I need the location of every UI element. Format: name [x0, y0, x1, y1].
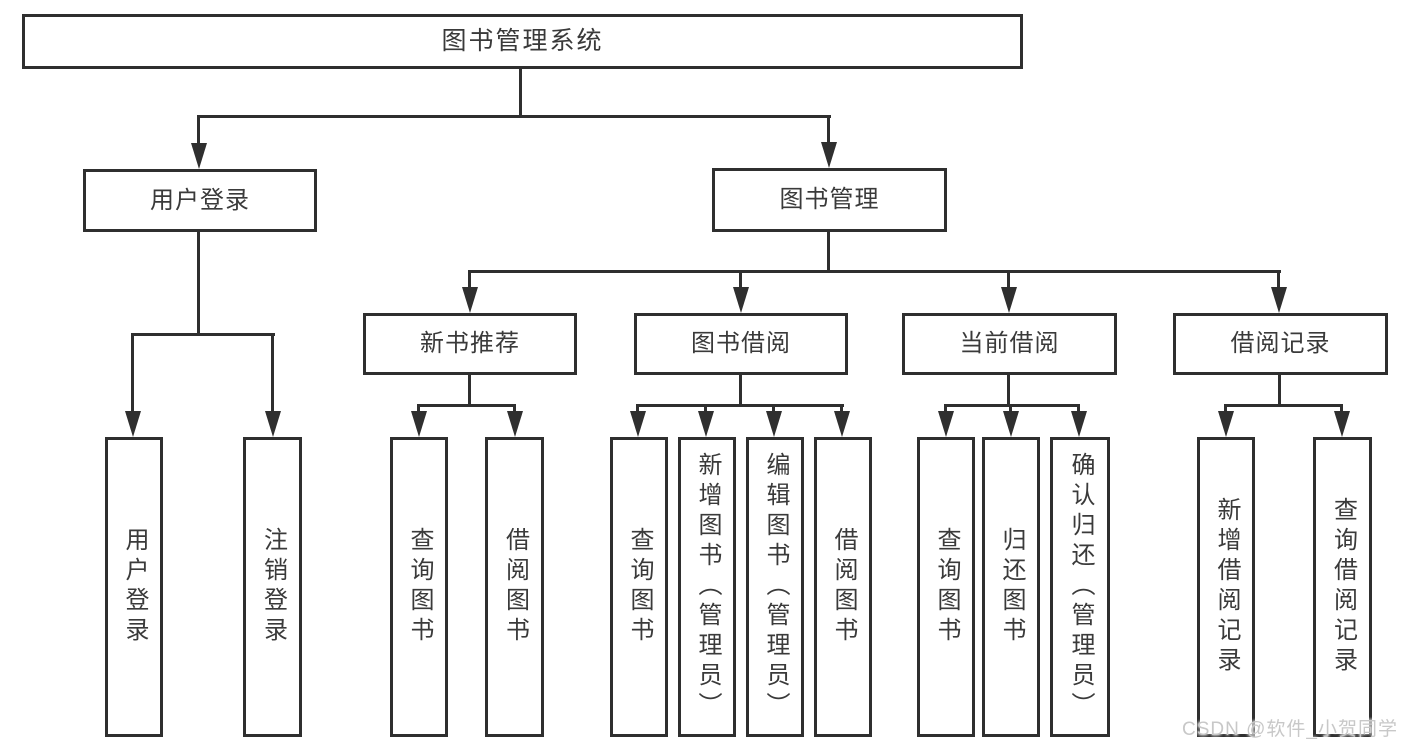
- connector-new-book-rec-drop-1: [417, 405, 420, 413]
- arrowhead-to-query-books-1: [411, 411, 427, 437]
- connector-borrow-records-drop-2: [1340, 405, 1343, 413]
- arrowhead-to-borrow-records: [1271, 287, 1287, 313]
- node-library-system-label: 图书管理系统: [441, 27, 604, 55]
- leaf-query-books-recommend-label: 查询图书: [406, 527, 433, 647]
- connector-book-borrow-drop-2: [704, 405, 707, 413]
- leaf-query-books-borrow-label: 查询图书: [626, 527, 653, 647]
- connector-book-mgmt-stem: [827, 232, 830, 273]
- leaf-query-borrow-record: 查询借阅记录: [1313, 437, 1372, 737]
- leaf-add-books-admin: 新增图书（管理员）: [678, 437, 736, 737]
- connector-new-book-rec-bar: [417, 404, 516, 407]
- leaf-confirm-return-admin: 确认归还（管理员）: [1050, 437, 1110, 737]
- connector-current-borrow-drop-3: [1077, 405, 1080, 413]
- leaf-add-books-admin-label: 新增图书（管理员）: [694, 452, 721, 722]
- leaf-query-borrow-record-label: 查询借阅记录: [1329, 497, 1357, 677]
- node-book-management: 图书管理: [712, 168, 947, 232]
- arrowhead-to-return-books: [1003, 411, 1019, 437]
- node-new-book-recommend-label: 新书推荐: [420, 330, 520, 357]
- connector-new-book-rec-drop-2: [513, 405, 516, 413]
- arrowhead-to-current-borrow: [1001, 287, 1017, 313]
- arrowhead-to-user-login: [191, 143, 207, 169]
- leaf-edit-books-admin: 编辑图书（管理员）: [746, 437, 804, 737]
- arrowhead-to-leaf-logout: [265, 411, 281, 437]
- node-current-borrowing-label: 当前借阅: [959, 330, 1060, 357]
- arrowhead-to-new-book-rec: [462, 287, 478, 313]
- node-book-borrowing: 图书借阅: [634, 313, 848, 375]
- connector-root-drop-right: [827, 116, 830, 143]
- connector-root-bar: [197, 115, 831, 118]
- connector-book-mgmt-drop-2: [739, 271, 742, 287]
- leaf-query-books-current-label: 查询图书: [933, 527, 960, 647]
- leaf-query-books-borrow: 查询图书: [610, 437, 668, 737]
- connector-current-borrow-stem: [1007, 375, 1010, 407]
- arrowhead-to-borrow-books-2: [834, 411, 850, 437]
- connector-user-login-drop-2: [271, 334, 274, 412]
- connector-user-login-stem: [197, 232, 200, 336]
- connector-current-borrow-drop-2: [1009, 405, 1012, 413]
- leaf-return-books: 归还图书: [982, 437, 1040, 737]
- connector-book-borrow-stem: [739, 375, 742, 407]
- arrowhead-to-add-borrow-record: [1218, 411, 1234, 437]
- arrowhead-to-query-books-3: [938, 411, 954, 437]
- node-new-book-recommend: 新书推荐: [363, 313, 577, 375]
- leaf-user-login-label: 用户登录: [121, 527, 148, 647]
- arrowhead-to-add-books: [698, 411, 714, 437]
- connector-book-mgmt-drop-3: [1007, 271, 1010, 287]
- connector-user-login-bar: [131, 333, 275, 336]
- leaf-return-books-label: 归还图书: [998, 527, 1025, 647]
- connector-book-borrow-drop-3: [772, 405, 775, 413]
- node-user-login-label: 用户登录: [150, 186, 250, 214]
- node-current-borrowing: 当前借阅: [902, 313, 1117, 375]
- connector-current-borrow-bar: [944, 404, 1080, 407]
- arrowhead-to-edit-books: [766, 411, 782, 437]
- leaf-query-books-current: 查询图书: [917, 437, 975, 737]
- leaf-edit-books-admin-label: 编辑图书（管理员）: [762, 452, 789, 722]
- node-borrowing-records: 借阅记录: [1173, 313, 1388, 375]
- node-book-management-label: 图书管理: [779, 186, 880, 213]
- leaf-borrow-books: 借阅图书: [814, 437, 872, 737]
- leaf-logout: 注销登录: [243, 437, 302, 737]
- leaf-borrow-books-label: 借阅图书: [830, 527, 857, 647]
- arrowhead-to-query-books-2: [630, 411, 646, 437]
- arrowhead-to-query-borrow-record: [1334, 411, 1350, 437]
- arrowhead-to-confirm-return: [1071, 411, 1087, 437]
- leaf-add-borrow-record-label: 新增借阅记录: [1213, 497, 1240, 677]
- leaf-confirm-return-admin-label: 确认归还（管理员）: [1067, 452, 1094, 722]
- node-borrowing-records-label: 借阅记录: [1230, 330, 1331, 357]
- connector-root-drop-left: [197, 116, 200, 144]
- connector-book-borrow-bar: [636, 404, 844, 407]
- connector-borrow-records-drop-1: [1224, 405, 1227, 413]
- leaf-query-books-recommend: 查询图书: [390, 437, 448, 737]
- leaf-user-login: 用户登录: [105, 437, 163, 737]
- arrowhead-to-leaf-login: [125, 411, 141, 437]
- connector-book-mgmt-drop-1: [468, 271, 471, 287]
- connector-current-borrow-drop-1: [944, 405, 947, 413]
- leaf-borrow-books-recommend-label: 借阅图书: [501, 527, 529, 647]
- arrowhead-to-book-mgmt: [821, 142, 837, 168]
- connector-book-mgmt-bar: [468, 270, 1281, 273]
- connector-book-borrow-drop-1: [636, 405, 639, 413]
- arrowhead-to-book-borrow: [733, 287, 749, 313]
- leaf-logout-label: 注销登录: [259, 527, 287, 647]
- connector-new-book-rec-stem: [468, 375, 471, 407]
- leaf-add-borrow-record: 新增借阅记录: [1197, 437, 1255, 737]
- connector-borrow-records-bar: [1224, 404, 1343, 407]
- node-library-system: 图书管理系统: [22, 14, 1023, 69]
- watermark-text: CSDN @软件_小贺同学: [1182, 719, 1398, 740]
- connector-root-stem: [519, 69, 522, 118]
- connector-book-mgmt-drop-4: [1277, 271, 1280, 287]
- node-user-login: 用户登录: [83, 169, 317, 232]
- connector-book-borrow-drop-4: [840, 405, 843, 413]
- connector-user-login-drop-1: [131, 334, 134, 412]
- arrowhead-to-borrow-books-1: [507, 411, 523, 437]
- node-book-borrowing-label: 图书借阅: [691, 330, 791, 357]
- leaf-borrow-books-recommend: 借阅图书: [485, 437, 544, 737]
- connector-borrow-records-stem: [1278, 375, 1281, 407]
